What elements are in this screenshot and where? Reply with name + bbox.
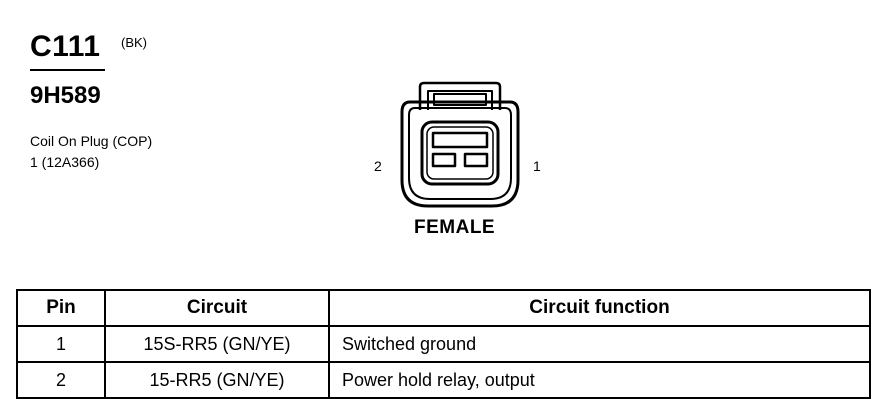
pin-cell: 2 <box>16 361 106 399</box>
terminal-cavity-inner <box>426 126 494 180</box>
terminal-top-slot <box>431 131 489 149</box>
terminal-cavity <box>420 120 500 186</box>
table-row: 1 15S-RR5 (GN/YE) Switched ground <box>16 325 871 363</box>
connector-gender-label: FEMALE <box>414 217 496 238</box>
connector-id: C111 <box>30 30 101 63</box>
column-header-function: Circuit function <box>328 289 871 327</box>
connector-face-diagram <box>400 81 520 208</box>
connector-latch-slot <box>433 93 487 106</box>
connector-housing-inner <box>408 107 512 200</box>
terminal-2-slot <box>431 152 457 168</box>
column-header-pin: Pin <box>16 289 106 327</box>
function-cell: Power hold relay, output <box>328 361 871 399</box>
description-line: Coil On Plug (COP) <box>30 133 153 149</box>
function-cell: Switched ground <box>328 325 871 363</box>
circuit-cell: 15-RR5 (GN/YE) <box>104 361 330 399</box>
title-divider <box>30 69 105 71</box>
column-header-circuit: Circuit <box>104 289 330 327</box>
description-line: 1 (12A366) <box>30 154 100 170</box>
table-row: 2 15-RR5 (GN/YE) Power hold relay, outpu… <box>16 361 871 399</box>
pin-1-label: 1 <box>533 158 541 174</box>
pin-cell: 1 <box>16 325 106 363</box>
part-number: 9H589 <box>30 82 101 109</box>
circuit-cell: 15S-RR5 (GN/YE) <box>104 325 330 363</box>
table-header-row: Pin Circuit Circuit function <box>16 289 871 327</box>
connector-housing-outline <box>400 100 520 208</box>
pinout-table: Pin Circuit Circuit function 1 15S-RR5 (… <box>16 289 871 399</box>
connector-latch-inner <box>427 90 493 110</box>
color-code: (BK) <box>121 35 147 50</box>
pin-2-label: 2 <box>374 158 382 174</box>
terminal-1-slot <box>463 152 489 168</box>
connector-latch <box>418 81 502 110</box>
